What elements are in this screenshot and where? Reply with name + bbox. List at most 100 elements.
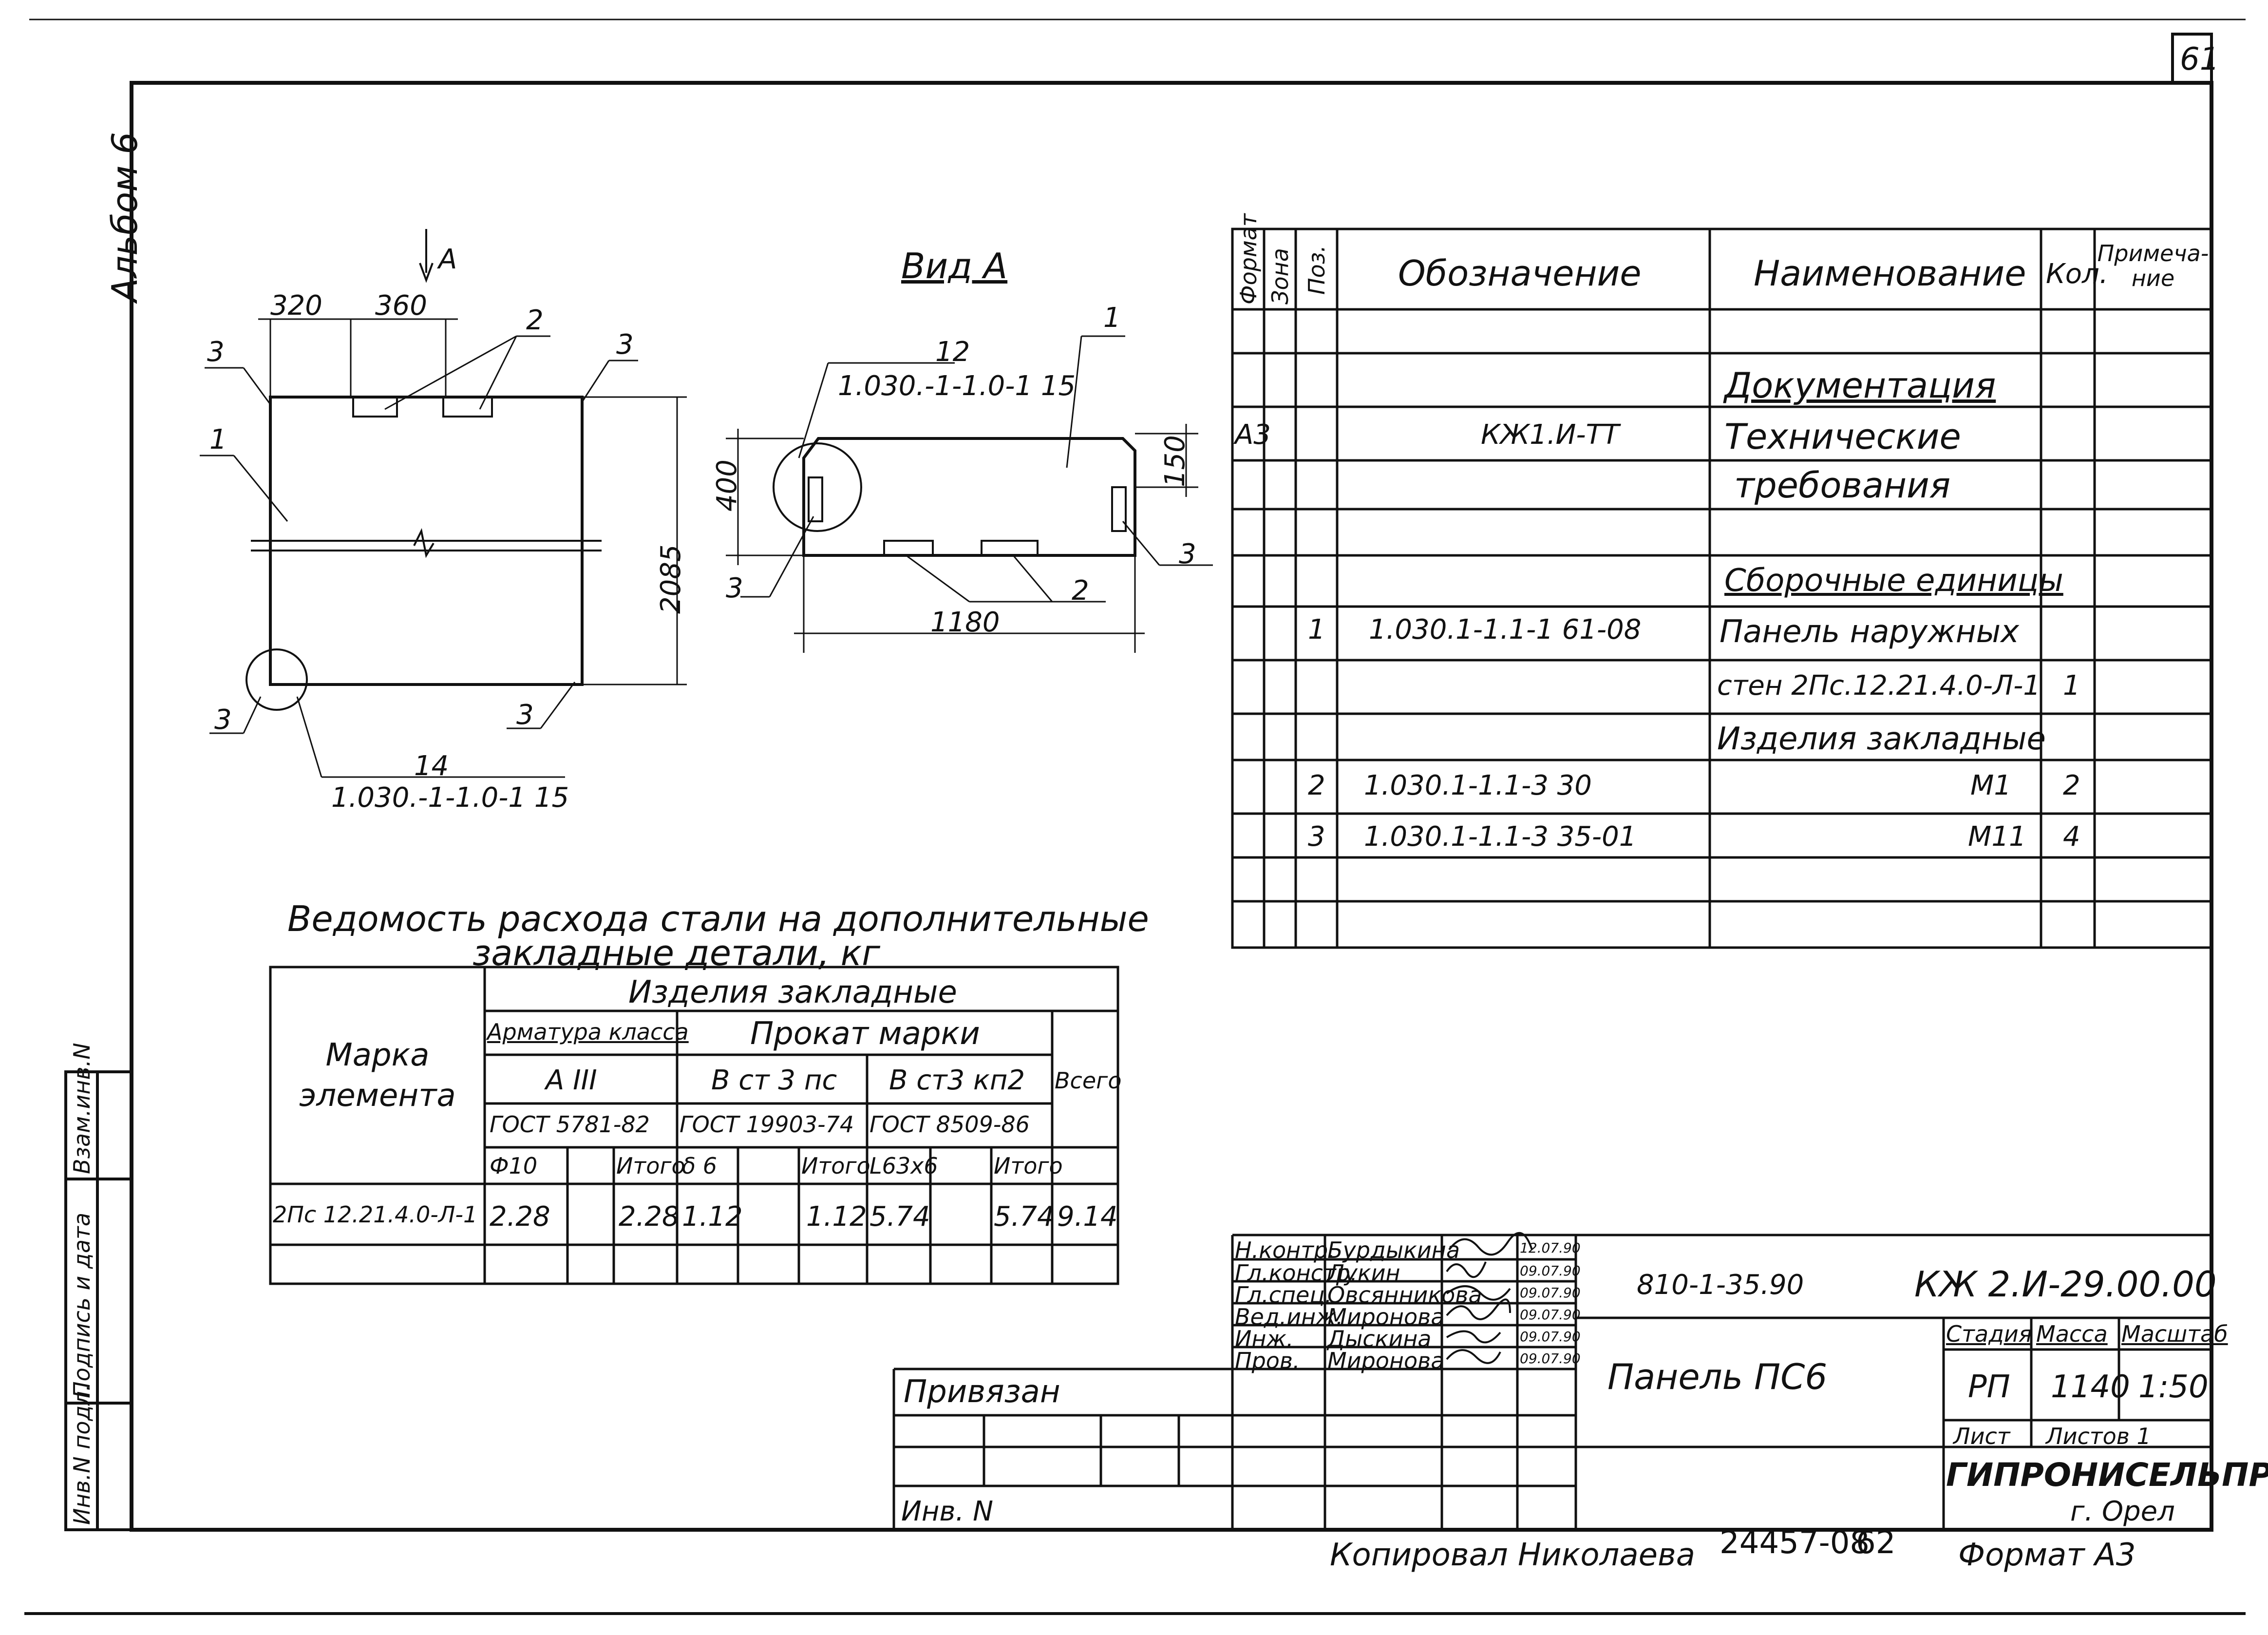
tb-sheet-label: Лист: [1953, 1423, 2010, 1449]
tb-org: ГИПРОНИСЕЛЬПРОМ: [1946, 1456, 2268, 1494]
tb-date-3: 09.07.90: [1520, 1307, 1581, 1323]
view-callout-3b: 3: [726, 572, 743, 604]
steel-h-prokat: Прокат марки: [750, 1016, 980, 1052]
node-14-num: 14: [414, 750, 449, 782]
tb-name-1: Лукин: [1327, 1260, 1400, 1286]
spec-row2-name: М1: [1970, 770, 2011, 801]
plan-callout-3a: 3: [207, 336, 225, 368]
tb-role-1: Гл.констр.: [1235, 1260, 1358, 1286]
node-12-num: 12: [935, 336, 970, 368]
tb-series: 810-1-35.90: [1637, 1269, 1804, 1301]
tb-copied: Копировал Николаева: [1330, 1537, 1695, 1573]
tb-name-2: Овсянникова: [1327, 1282, 1482, 1308]
signatures: [1446, 1232, 1533, 1364]
spec-h-qty: Кол.: [2046, 258, 2108, 290]
steel-h-d10: Ф10: [490, 1153, 538, 1179]
steel-cell-d6: 1.12: [682, 1201, 743, 1233]
view-a-drawing: [726, 335, 1213, 653]
tb-name-3: Миронова: [1327, 1304, 1445, 1330]
steel-h-total: Всего: [1055, 1067, 1122, 1094]
dim-400: 400: [711, 459, 743, 512]
steel-h-arm-class: А III: [546, 1065, 597, 1096]
steel-h-mark: Марка элемента: [299, 1037, 456, 1114]
tb-h-scale: Масштаб: [2121, 1321, 2228, 1347]
steel-title-1: Ведомость расхода стали на дополнительны…: [287, 898, 1149, 939]
node-14-ref: 1.030.-1-1.0-1 15: [331, 782, 569, 814]
steel-h-itogo-2: Итого: [801, 1153, 870, 1179]
dim-1180: 1180: [930, 607, 1000, 638]
title-block-grid: [892, 1234, 2211, 1530]
steel-cell-itogo-p2: 5.74: [994, 1201, 1055, 1233]
steel-h-p2: В ст3 кп2: [889, 1065, 1025, 1096]
steel-table-grid: [269, 966, 1119, 1285]
dim-2085: 2085: [655, 544, 687, 614]
view-callout-1: 1: [1103, 302, 1121, 334]
spec-doc-code: КЖ1.И-ТТ: [1481, 419, 1620, 451]
plan-callout-3c: 3: [516, 699, 534, 731]
spec-doc-name-1: Технические: [1724, 416, 1961, 457]
steel-h-angle: L63x6: [869, 1153, 938, 1179]
steel-h-itogo-1: Итого: [616, 1153, 685, 1179]
spec-doc-name-2: требования: [1734, 465, 1951, 506]
tb-role-2: Гл.спец.: [1235, 1282, 1332, 1308]
node-12-ref: 1.030.-1-1.0-1 15: [838, 370, 1076, 402]
spec-h-format: Формат: [1235, 213, 1262, 304]
tb-product: Панель ПС6: [1607, 1356, 1828, 1397]
plan-callout-3b: 3: [616, 329, 634, 361]
tb-sheets-label: Листов 1: [2046, 1423, 2151, 1449]
tb-name-0: Бурдыкина: [1327, 1237, 1460, 1263]
tb-stage: РП: [1968, 1369, 2010, 1405]
view-arrow-label: А: [438, 244, 457, 275]
dim-320: 320: [270, 290, 322, 322]
spec-row1-name-2: стен 2Пс.12.21.4.0-Л-1: [1717, 670, 2041, 702]
album-label: Альбом 6: [104, 132, 145, 302]
spec-table-grid: [1231, 228, 2213, 949]
stamp-inv-orig: Инв.N подл.: [69, 1384, 95, 1525]
spec-row3-qty: 4: [2063, 821, 2080, 853]
steel-h-p2-gost: ГОСТ 8509-86: [869, 1111, 1030, 1138]
tb-page: 62: [1856, 1525, 1896, 1561]
tb-date-2: 09.07.90: [1520, 1285, 1581, 1301]
tb-role-0: Н.контр.: [1235, 1237, 1335, 1263]
spec-row2-code: 1.030.1-1.1-3 30: [1364, 770, 1592, 801]
dim-150: 150: [1159, 435, 1191, 487]
steel-cell-angle: 5.74: [869, 1201, 930, 1233]
tb-name-4: Дыскина: [1327, 1326, 1432, 1352]
steel-h-arm: Арматура класса: [487, 1019, 689, 1045]
tb-h-stage: Стадия: [1946, 1321, 2032, 1347]
tb-format: Формат А3: [1958, 1537, 2136, 1573]
steel-h-arm-gost: ГОСТ 5781-82: [490, 1111, 650, 1138]
tb-inv: Инв. N: [901, 1496, 993, 1527]
tb-role-3: Вед.инж.: [1235, 1304, 1343, 1330]
tb-privyazan: Привязан: [904, 1374, 1060, 1410]
stamp-replace-inv: Взам.инв.N: [69, 1043, 95, 1174]
spec-row1-name-1: Панель наружных: [1720, 614, 2019, 650]
spec-doc-format: А3: [1235, 419, 1271, 451]
steel-h-p1-gost: ГОСТ 19903-74: [680, 1111, 854, 1138]
steel-h-d6: δ 6: [682, 1153, 718, 1179]
tb-code: КЖ 2.И-29.00.00: [1914, 1264, 2217, 1305]
plan-callout-2: 2: [526, 304, 544, 336]
stamp-sign-date: Подпись и дата: [69, 1212, 95, 1398]
spec-row1-code: 1.030.1-1.1-1 61-08: [1369, 614, 1642, 646]
spec-row1-qty: 1: [2063, 670, 2080, 702]
view-callout-3a: 3: [1179, 538, 1196, 570]
tb-date-5: 09.07.90: [1520, 1350, 1581, 1367]
view-callout-2: 2: [1072, 575, 1089, 607]
steel-cell-itogo-p1: 1.12: [806, 1201, 867, 1233]
tb-date-0: 12.07.90: [1520, 1240, 1581, 1256]
spec-row3-name: М11: [1968, 821, 2026, 853]
steel-row-mark: 2Пс 12.21.4.0-Л-1: [273, 1201, 478, 1228]
plan-view: [200, 229, 687, 778]
steel-h-items: Изделия закладные: [628, 974, 957, 1010]
tb-city: г. Орел: [2070, 1496, 2175, 1527]
tb-scale: 1:50: [2138, 1369, 2209, 1405]
steel-h-itogo-3: Итого: [994, 1153, 1063, 1179]
steel-h-p1: В ст 3 пс: [711, 1065, 837, 1096]
steel-cell-total: 9.14: [1057, 1201, 1118, 1233]
plan-callout-1: 1: [209, 424, 227, 456]
tb-date-1: 09.07.90: [1520, 1263, 1581, 1279]
spec-h-pos: Поз.: [1304, 245, 1330, 295]
spec-h-designation: Обозначение: [1398, 253, 1642, 294]
